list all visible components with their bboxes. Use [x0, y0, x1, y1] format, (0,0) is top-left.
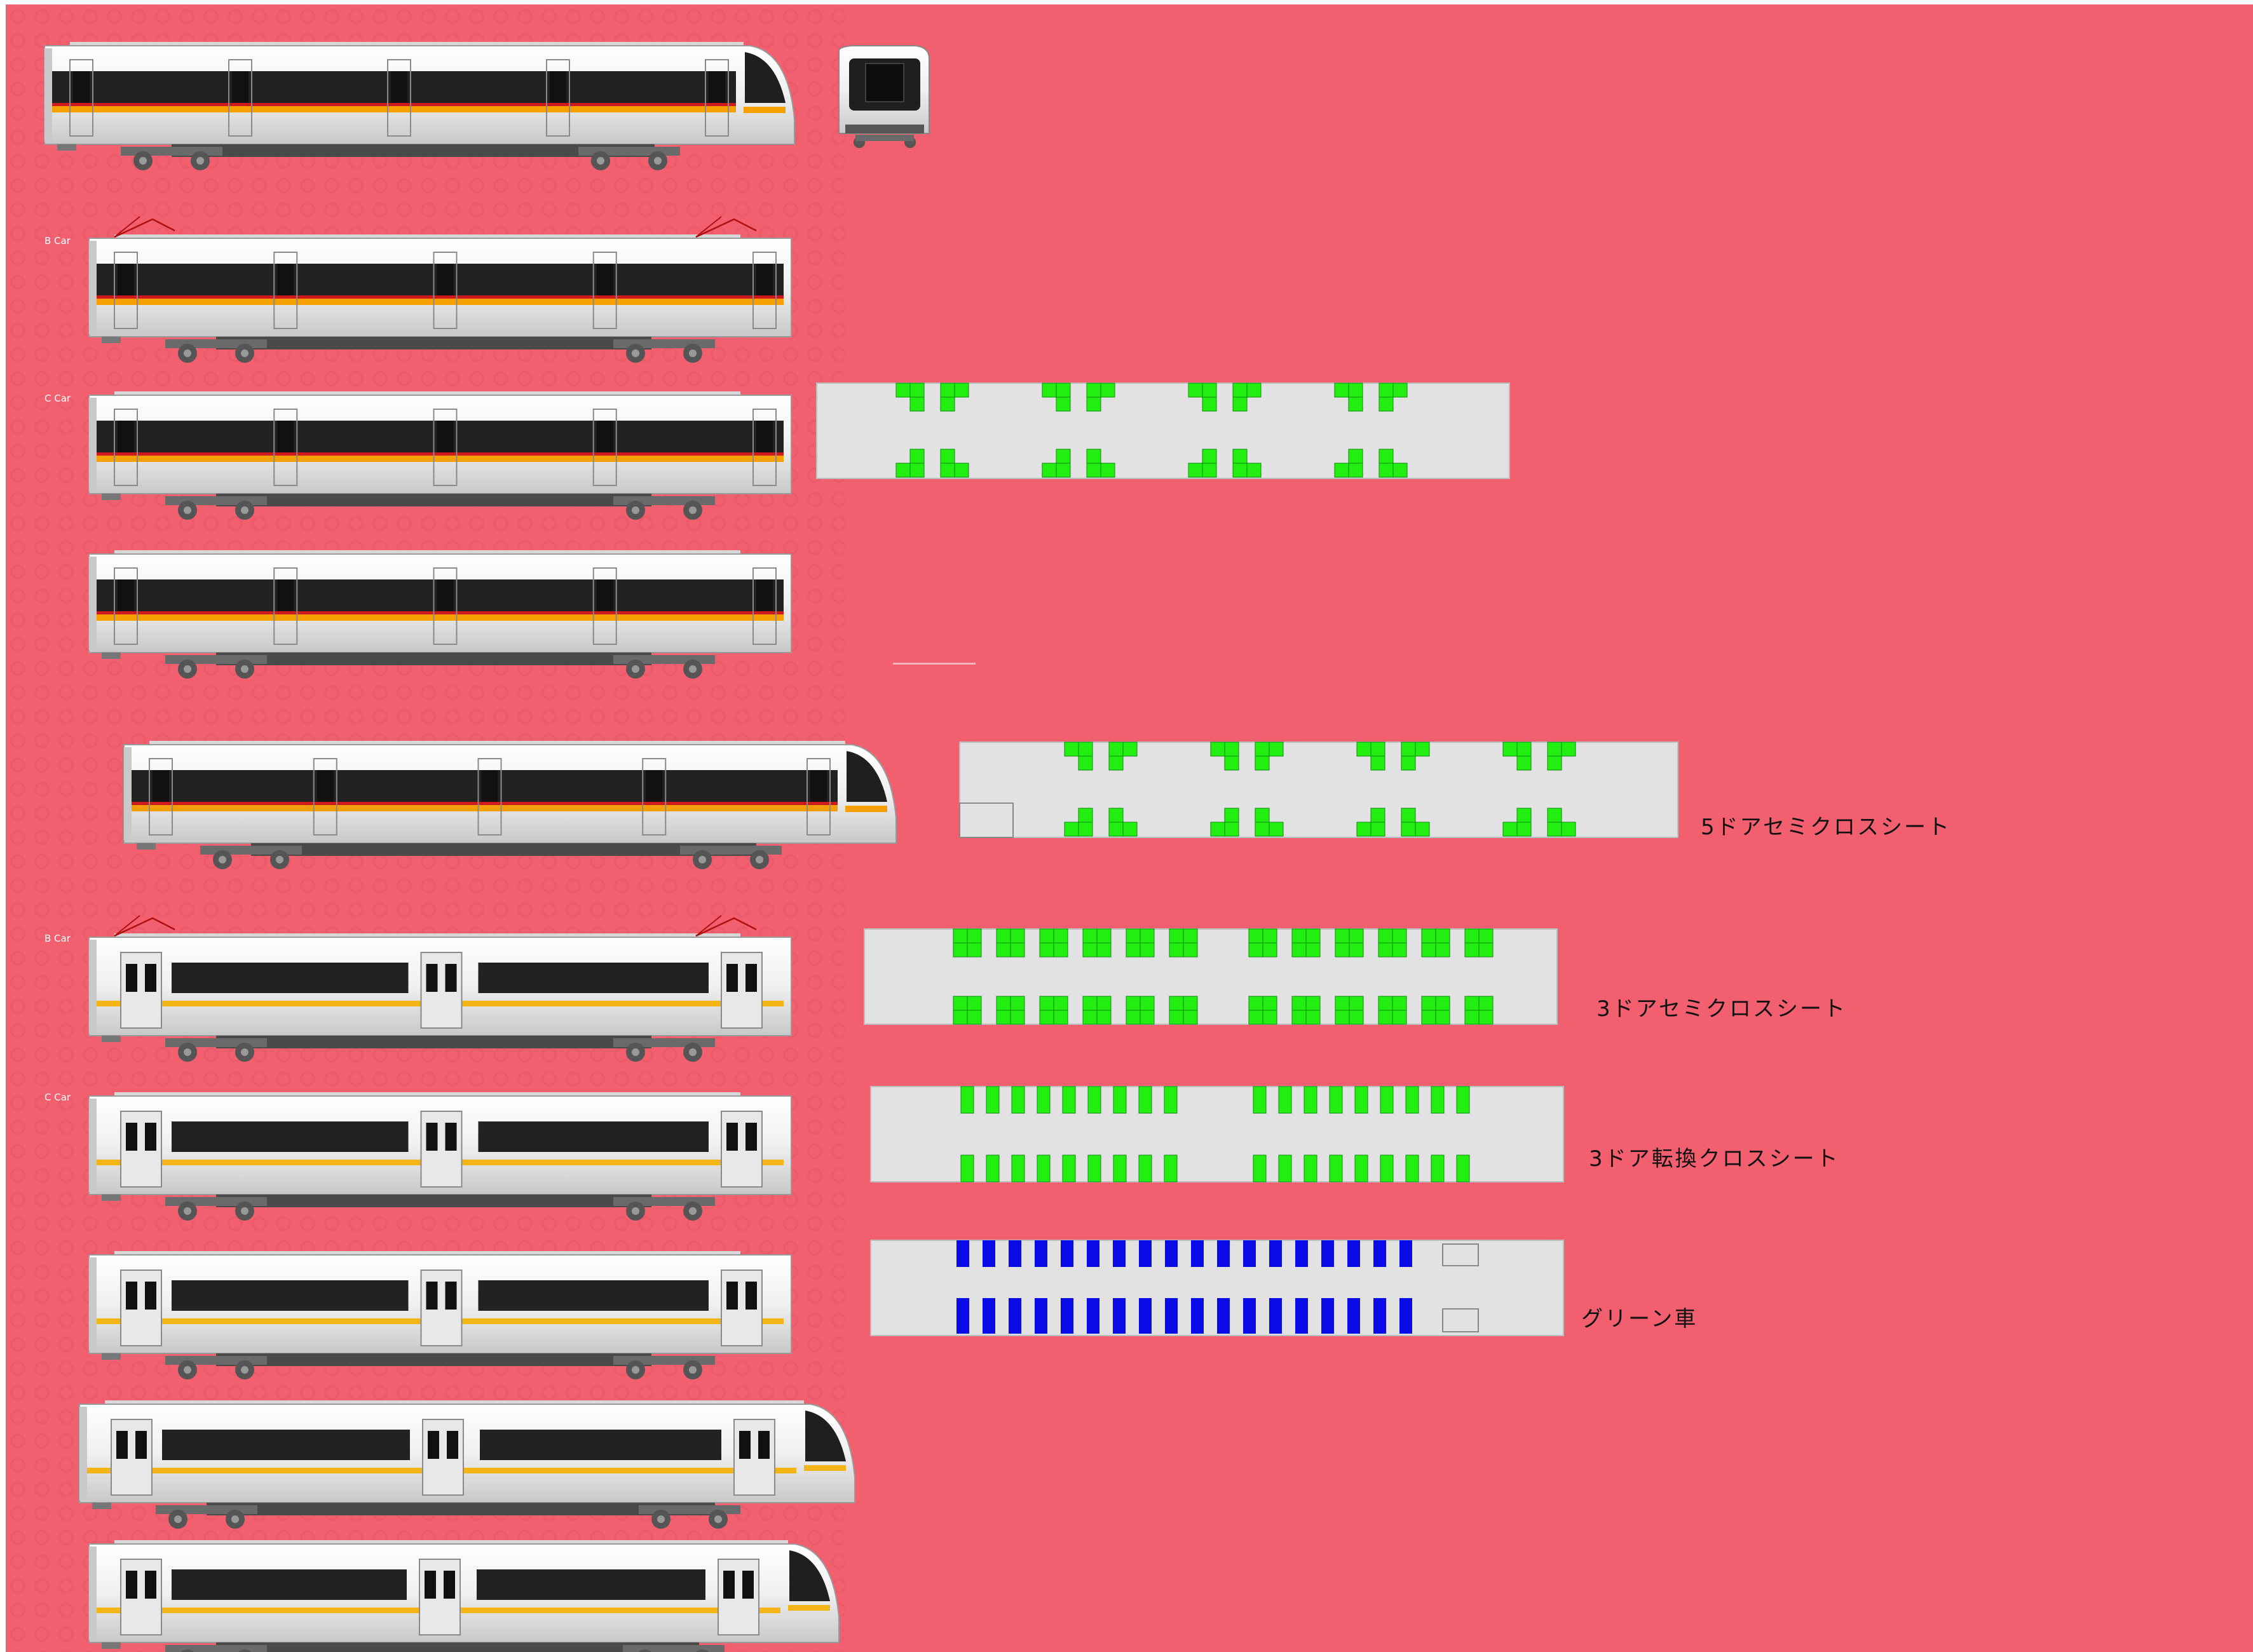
three-door-semi-cross-caption: 3ドアセミクロスシート: [1596, 996, 1847, 1022]
green-car-caption: グリーン車: [1581, 1306, 1698, 1332]
train-front-view: [838, 45, 930, 148]
three-door-transverse-cross-caption: 3ドア転換クロスシート: [1589, 1146, 1840, 1172]
car-side-cab-3door-alt: [88, 1540, 840, 1652]
b-car-label-2: B Car: [44, 933, 71, 944]
divider-line: [893, 663, 976, 665]
c-car-label: C Car: [44, 393, 71, 404]
car-side-c-car: [88, 391, 792, 520]
b-car-label: B Car: [44, 235, 71, 247]
car-side-b-car-3door: [88, 915, 792, 1062]
floorplan-3door-transverse-cross: [870, 1086, 1564, 1182]
car-side-trailer: [88, 550, 792, 679]
floorplan-green-car: [870, 1240, 1564, 1336]
car-side-cab-top: [44, 42, 795, 170]
car-side-trailer-3door: [88, 1251, 792, 1379]
car-side-b-car: [88, 216, 792, 363]
floorplan-3door-semi-cross: [864, 928, 1558, 1025]
c-car-label-2: C Car: [44, 1092, 71, 1103]
left-border: [0, 0, 6, 1652]
top-border: [0, 0, 2253, 4]
five-door-semi-cross-caption: 5ドアセミクロスシート: [1701, 815, 1951, 840]
floorplan-5door-semi-cross: [959, 741, 1678, 838]
car-side-c-car-3door: [88, 1092, 792, 1221]
car-side-cab-5door: [123, 741, 897, 869]
car-side-cab-3door: [79, 1400, 855, 1529]
floorplan-5door-semi-cross-a: [816, 383, 1510, 479]
